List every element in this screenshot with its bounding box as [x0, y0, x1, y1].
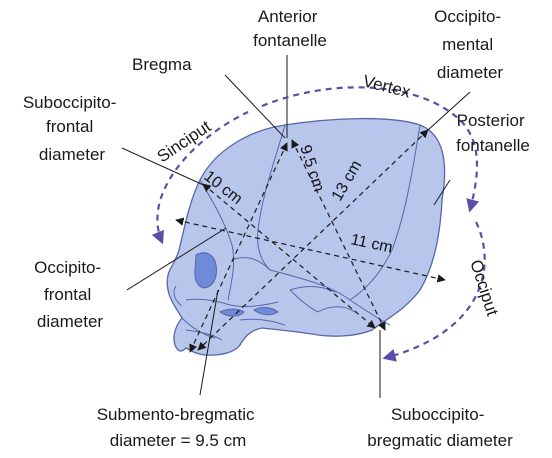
occipitomental-diameter-label: Occipito- mental diameter: [434, 7, 506, 82]
orbit: [195, 253, 217, 288]
vertex-label: Vertex: [361, 71, 413, 101]
posterior-fontanelle-label: Posterior fontanelle: [456, 111, 530, 155]
anterior-fontanelle-label: Anterior fontanelle: [253, 7, 327, 50]
suboccipitofrontal-diameter-label: Suboccipito- frontal diameter: [23, 93, 121, 164]
suboccipitobregmatic-diameter-label: Suboccipito- bregmatic diameter: [367, 405, 513, 450]
occipitofrontal-diameter-label: Occipito- frontal diameter: [34, 258, 106, 331]
bregma-leader: [225, 75, 285, 138]
bregma-label: Bregma: [132, 55, 192, 74]
occiput-label: Occiput: [466, 257, 502, 318]
submentobregmatic-diameter-label: Submento-bregmatic diameter = 9.5 cm: [97, 405, 260, 450]
